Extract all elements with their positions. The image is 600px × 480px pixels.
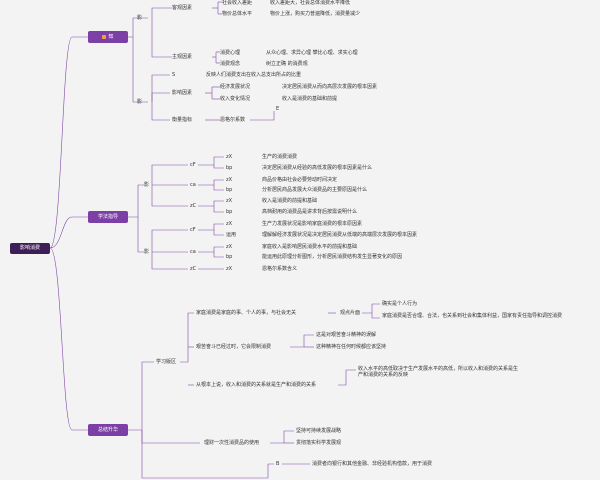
node-engel-coefficient[interactable]: 恩格尔系数 [220, 117, 246, 123]
node-b1-a2[interactable]: 影 [137, 99, 143, 105]
node-credit-key[interactable]: B [276, 461, 280, 467]
text-income-gap-detail: 收入差距大，社会总体消费水平降低 [270, 0, 351, 6]
text-disposable-r1: 坚持可持续发展战略 [296, 428, 342, 434]
text-claim-hardwork-r2: 这种精神在任何时候都应该坚持 [316, 344, 387, 350]
node-b2-g2[interactable]: 影 [144, 249, 150, 255]
text-g1b-0[interactable]: 商品价格由社会必要劳动时间决定 [262, 177, 338, 183]
node-subjective-factors[interactable]: 主观因素 [172, 54, 193, 60]
text-disposable-r2: 贯彻落实科学发展观 [296, 440, 342, 446]
key-g1c-1: bp [226, 209, 233, 215]
node-engel-key[interactable]: E [276, 106, 280, 112]
key-g2a-1: 运用 [226, 232, 237, 238]
text-claim-family-r2: 家庭消费是否合理、合法，也关系到社会和集体利益，国家有责任指导和调控消费 [382, 313, 563, 319]
text-psychology-detail: 从众心理、求异心理 攀比心理、求实心理 [266, 50, 358, 56]
node-consumer-concept[interactable]: 消费观念 [220, 61, 241, 67]
node-b1-a1[interactable]: 影 [137, 15, 143, 21]
node-price-level[interactable]: 物价总体水平 [222, 11, 253, 17]
root-topic[interactable]: 影响消费 [10, 243, 50, 254]
text-claim-family-r1: 确实是个人行为 [382, 301, 418, 307]
node-one-sided[interactable]: 观点片面 [340, 310, 361, 316]
key-g2b-1: bp [226, 254, 233, 260]
node-income-gap[interactable]: 社会收入差距 [222, 0, 253, 6]
node-claim-income[interactable]: 从根本上说，收入和消费的关系就是生产和消费的关系 [196, 382, 317, 388]
text-price-level-detail: 物价上涨，购买力普遍降低，消费量减少 [270, 11, 361, 17]
node-claim-hardwork[interactable]: 艰苦奋斗已经过时，它会限制消费 [196, 344, 272, 350]
node-g1b[interactable]: ca [190, 182, 196, 188]
text-income-change-detail: 收入是消费的基础和前提 [282, 96, 338, 102]
text-g1a-1[interactable]: 决定居民消费从经验的高低发展的根本因素是什么 [262, 165, 373, 171]
key-g1b-0: zX [226, 177, 233, 183]
text-g1b-1[interactable]: 分析居民商品发展大众消费品的主要原因是什么 [262, 187, 368, 193]
node-influence-factors[interactable]: 影响因素 [172, 90, 193, 96]
node-d0-key[interactable]: S [172, 72, 176, 78]
key-g1a-1: bp [226, 165, 233, 171]
key-g2b-0: zX [226, 244, 233, 250]
node-objective-factors[interactable]: 客观因素 [172, 5, 193, 11]
text-g1c-0[interactable]: 收入是消费的前提和基础 [262, 198, 318, 204]
key-g1c-0: zX [226, 198, 233, 204]
text-economic-development-detail: 决定居民消费从而向高层次发展的根本因素 [282, 84, 378, 90]
node-claim-family[interactable]: 家庭消费是家庭的事、个人的事，与社会无关 [196, 310, 297, 316]
node-disposable-use[interactable]: 理财一次性消费品的使用 [204, 440, 260, 446]
node-g2b[interactable]: ca [190, 249, 196, 255]
text-g2b-0[interactable]: 家庭收入是影响居民消费水平的前提和基础 [262, 244, 358, 250]
node-measurement-index[interactable]: 衡量指标 [172, 117, 193, 123]
node-economic-development[interactable]: 经济发展状况 [220, 84, 251, 90]
node-g1a[interactable]: cF [190, 162, 196, 168]
node-g2a[interactable]: cF [190, 227, 196, 233]
text-concept-detail: 树立正确 的消费观 [266, 61, 308, 67]
node-b2-g1[interactable]: 影 [144, 182, 150, 188]
text-claim-income-r1: 收入水平的高低取决于生产发展水平的高低，所以收入和消费的关系是生产和消费的关系的… [358, 366, 519, 378]
text-g2a-1[interactable]: 理解解经济发展状况是决定居民消费从低端的高端层次发展的根本因素 [262, 232, 418, 238]
node-consumer-psychology[interactable]: 消费心理 [220, 50, 241, 56]
node-study-area[interactable]: 学习版区 [156, 359, 177, 365]
node-g1c[interactable]: zC [190, 203, 197, 209]
key-g2a-0: zX [226, 221, 233, 227]
text-d0-detail: 反映人们消费支出在收入总支出所占的比重 [206, 72, 302, 78]
text-g2c-0[interactable]: 恩格尔系数含义 [262, 266, 298, 272]
text-g2a-0[interactable]: 生产力发展状况是影响家庭消费的根本原因素 [262, 221, 363, 227]
text-claim-hardwork-r1: 这是对艰苦奋斗精神的误解 [316, 332, 377, 338]
key-g2c-0: zX [226, 266, 233, 272]
hub-study-guide[interactable]: 学法指导 [88, 211, 128, 223]
node-income-change[interactable]: 收入变化情况 [220, 96, 251, 102]
text-g1a-0[interactable]: 生产的消费消费 [262, 154, 298, 160]
key-g1a-0: zX [226, 154, 233, 160]
node-g2c[interactable]: zC [190, 266, 197, 272]
text-credit-detail: 消费者向银行和其他金融、非经验机构借款，用于消费 [312, 461, 433, 467]
text-g2b-1[interactable]: 能运用此原理分析图形，分析居民消费结构发生显著变化的原因 [262, 254, 403, 260]
hub-summary[interactable]: 总结升华 [88, 424, 128, 436]
text-g1c-1[interactable]: 高档耐用的消费品是讲求背后按需说明什么 [262, 209, 358, 215]
orange-square-icon [102, 34, 107, 39]
key-g1b-1: bp [226, 187, 233, 193]
hub-zhi[interactable]: 知 [88, 31, 128, 43]
